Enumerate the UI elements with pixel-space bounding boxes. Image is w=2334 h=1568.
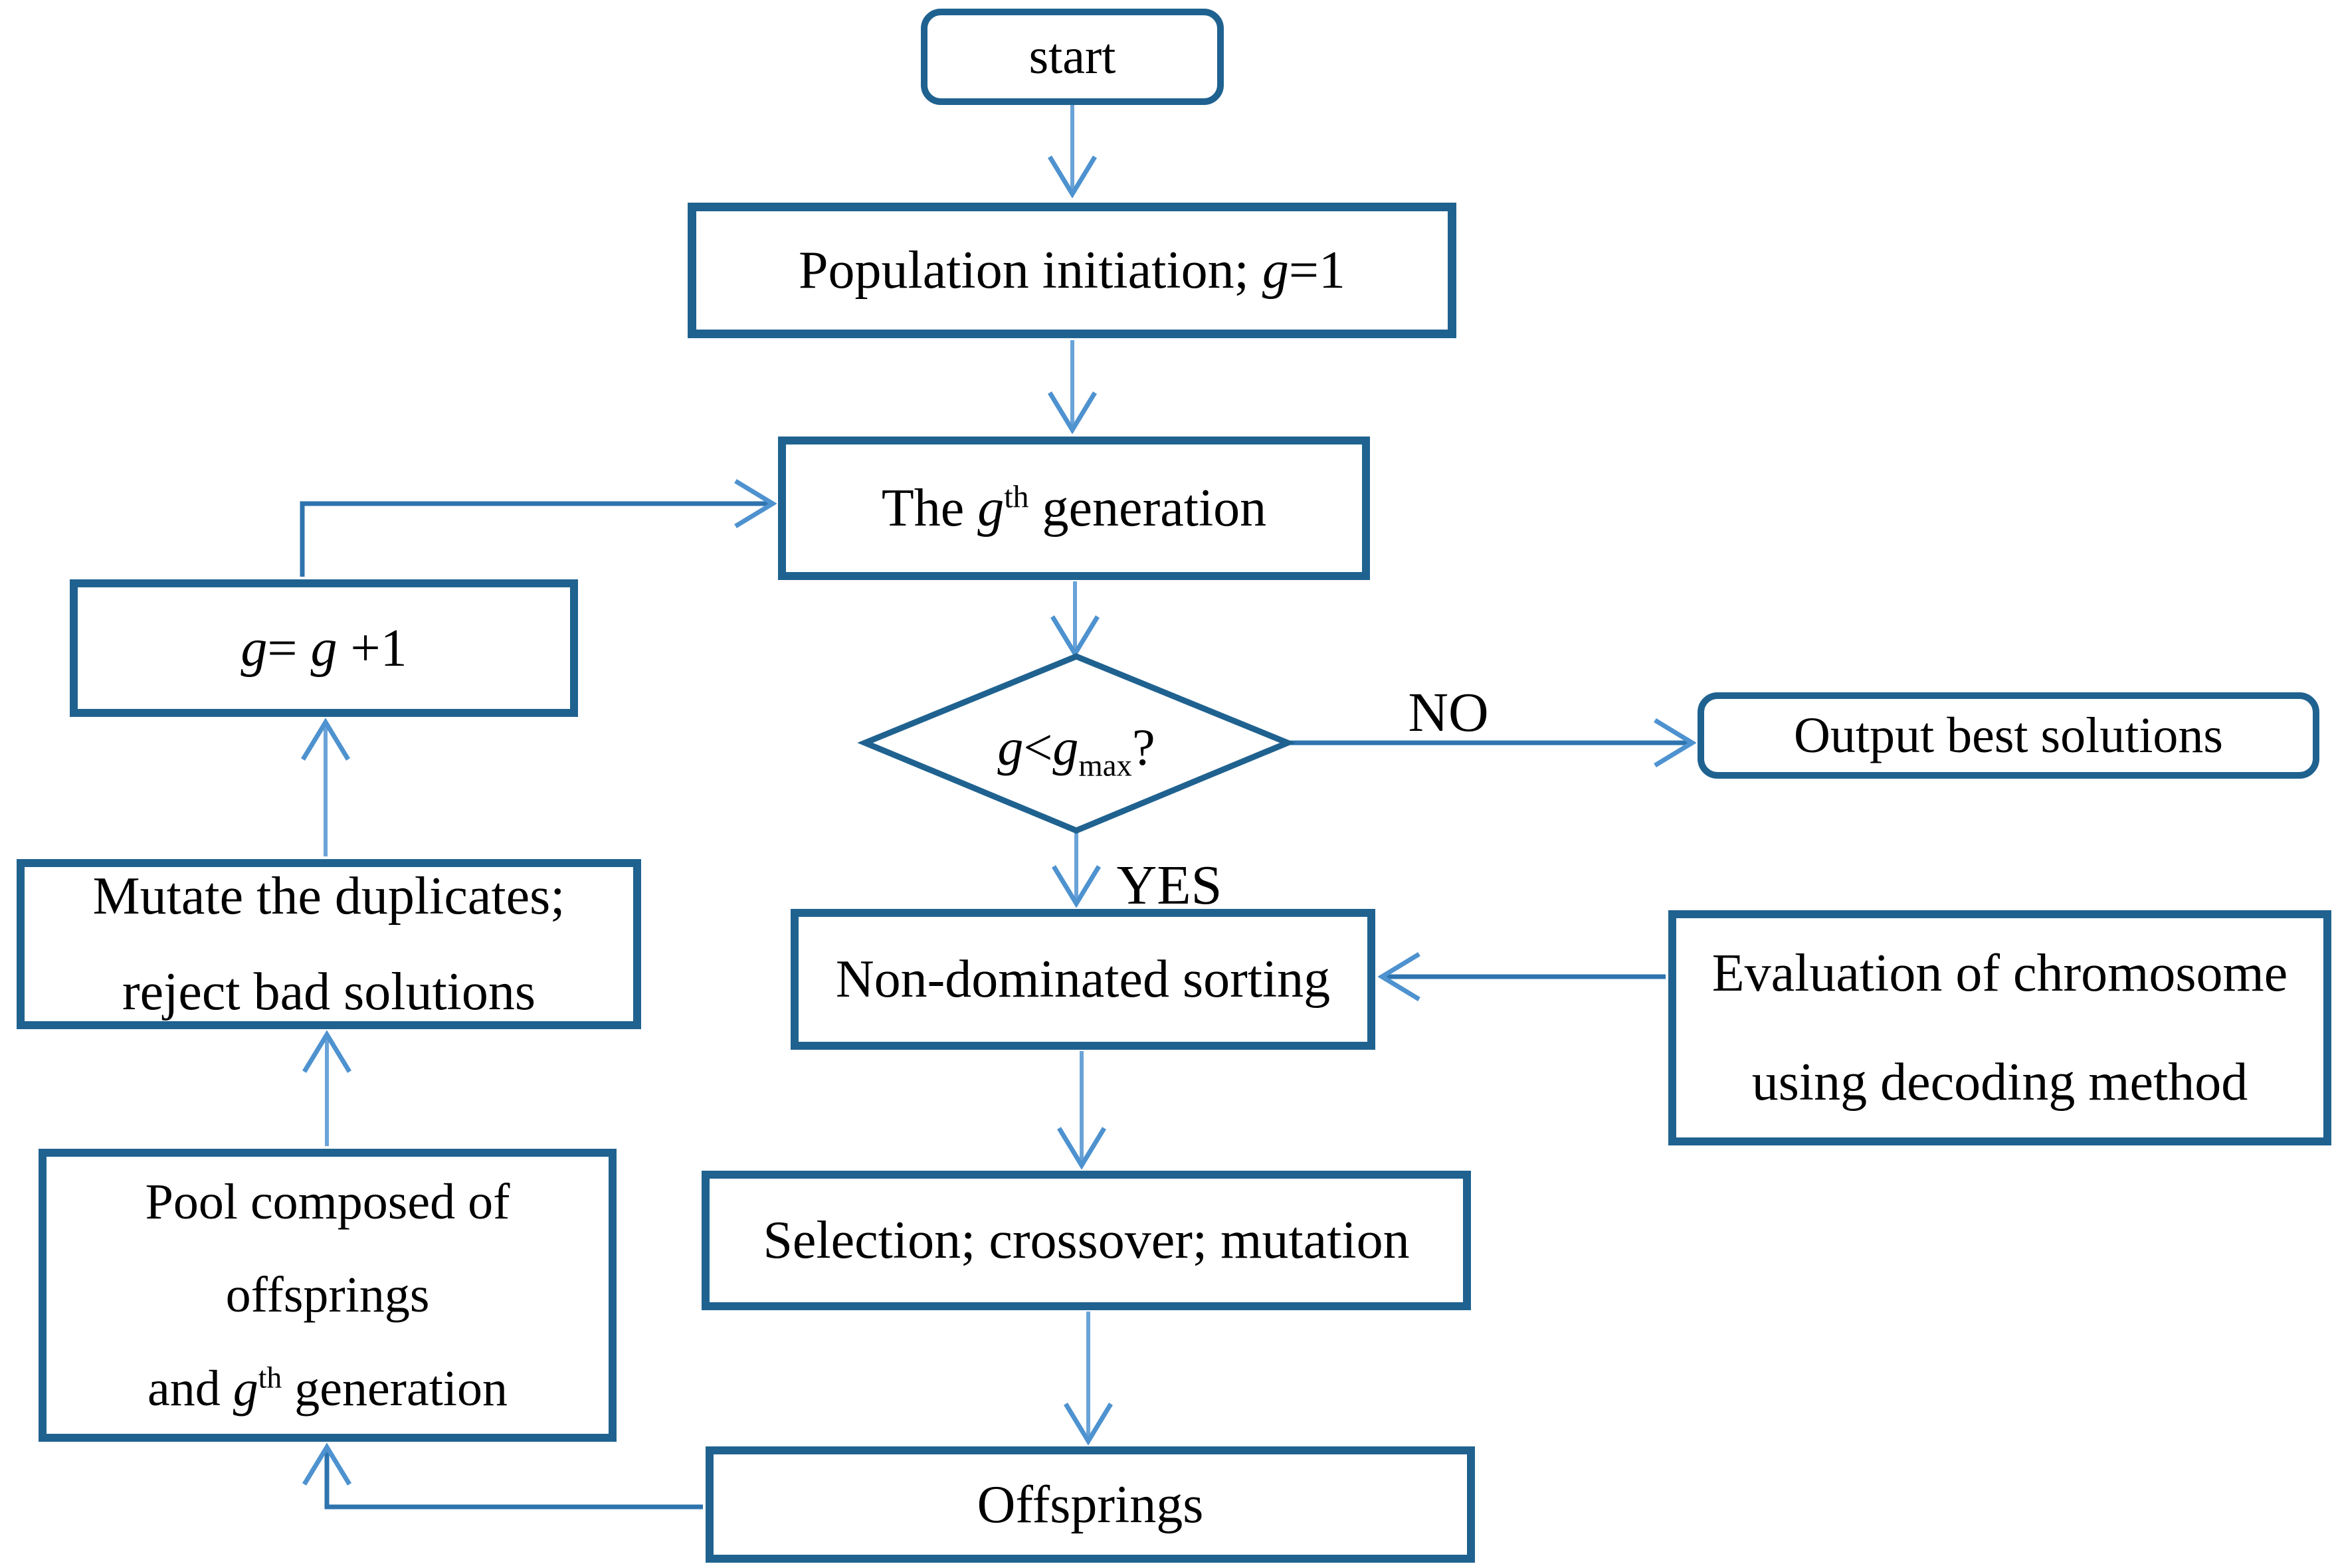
node-g-increment-label: g= g +1 <box>241 615 407 682</box>
pool-line3-pre: and <box>147 1360 233 1417</box>
population-equals-one: =1 <box>1288 241 1345 300</box>
edge-label-yes: YES <box>1100 854 1239 917</box>
decision-diamond <box>857 653 1296 834</box>
node-population-label: Population initiation; g=1 <box>799 237 1345 304</box>
increment-g1-var: g <box>241 619 268 678</box>
pool-line3: and gth generation <box>147 1342 508 1436</box>
arrow-increment-to-generation <box>300 504 773 577</box>
edge-label-no: NO <box>1392 681 1505 744</box>
pool-line1: Pool composed of <box>145 1173 510 1230</box>
increment-equals: = <box>267 619 311 678</box>
increment-g2-var: g <box>310 619 338 678</box>
node-offsprings: Offsprings <box>706 1446 1475 1563</box>
generation-th-sup: th <box>1004 479 1029 515</box>
generation-text-pre: The <box>881 479 978 538</box>
decision-label: g<gmax? <box>910 691 1242 804</box>
decision-less-than: < <box>1023 718 1053 776</box>
node-mutate-duplicates: Mutate the duplicates; reject bad soluti… <box>17 859 641 1029</box>
arrow-offsprings-to-pool <box>327 1447 703 1510</box>
decision-max-sub: max <box>1078 748 1132 783</box>
node-selection-crossover-mutation: Selection; crossover; mutation <box>702 1171 1471 1310</box>
no-text: NO <box>1408 682 1489 743</box>
decision-g2-var: g <box>1052 718 1079 776</box>
pool-th-sup: th <box>258 1360 282 1395</box>
node-generation-label: The gth generation <box>882 475 1266 541</box>
node-output-label: Output best solutions <box>1793 707 2224 763</box>
node-offsprings-label: Offsprings <box>977 1475 1204 1534</box>
pool-line3-post: generation <box>282 1360 508 1417</box>
node-sorting-label: Non-dominated sorting <box>835 950 1331 1009</box>
node-non-dominated-sorting: Non-dominated sorting <box>791 909 1375 1050</box>
node-output-best-solutions: Output best solutions <box>1698 692 2319 779</box>
generation-text-post: generation <box>1028 479 1267 538</box>
increment-plus-one: +1 <box>337 619 407 678</box>
node-evaluation-of-chromosome: Evaluation of chromosome using decoding … <box>1668 910 2331 1145</box>
decision-g1-var: g <box>997 718 1024 776</box>
node-start-label: start <box>1028 29 1116 84</box>
generation-g-var: g <box>977 479 1005 538</box>
pool-g-var: g <box>233 1360 258 1417</box>
node-pool: Pool composed of offsprings and gth gene… <box>39 1149 617 1442</box>
evaluation-line2: using decoding method <box>1751 1053 2248 1112</box>
population-g-var: g <box>1262 241 1289 300</box>
population-text: Population initiation; <box>799 241 1262 300</box>
yes-text: YES <box>1116 854 1222 916</box>
node-population-initiation: Population initiation; g=1 <box>688 203 1456 338</box>
node-g-increment: g= g +1 <box>70 579 578 717</box>
decision-question-mark: ? <box>1131 718 1155 776</box>
node-gth-generation: The gth generation <box>778 437 1370 580</box>
node-selection-label: Selection; crossover; mutation <box>763 1211 1410 1270</box>
mutate-line1: Mutate the duplicates; <box>92 867 565 926</box>
evaluation-line1: Evaluation of chromosome <box>1711 944 2288 1003</box>
pool-line2: offsprings <box>225 1267 430 1323</box>
node-start: start <box>921 9 1224 105</box>
mutate-line2: reject bad solutions <box>122 963 536 1021</box>
decision-condition: g<gmax? <box>997 718 1155 781</box>
